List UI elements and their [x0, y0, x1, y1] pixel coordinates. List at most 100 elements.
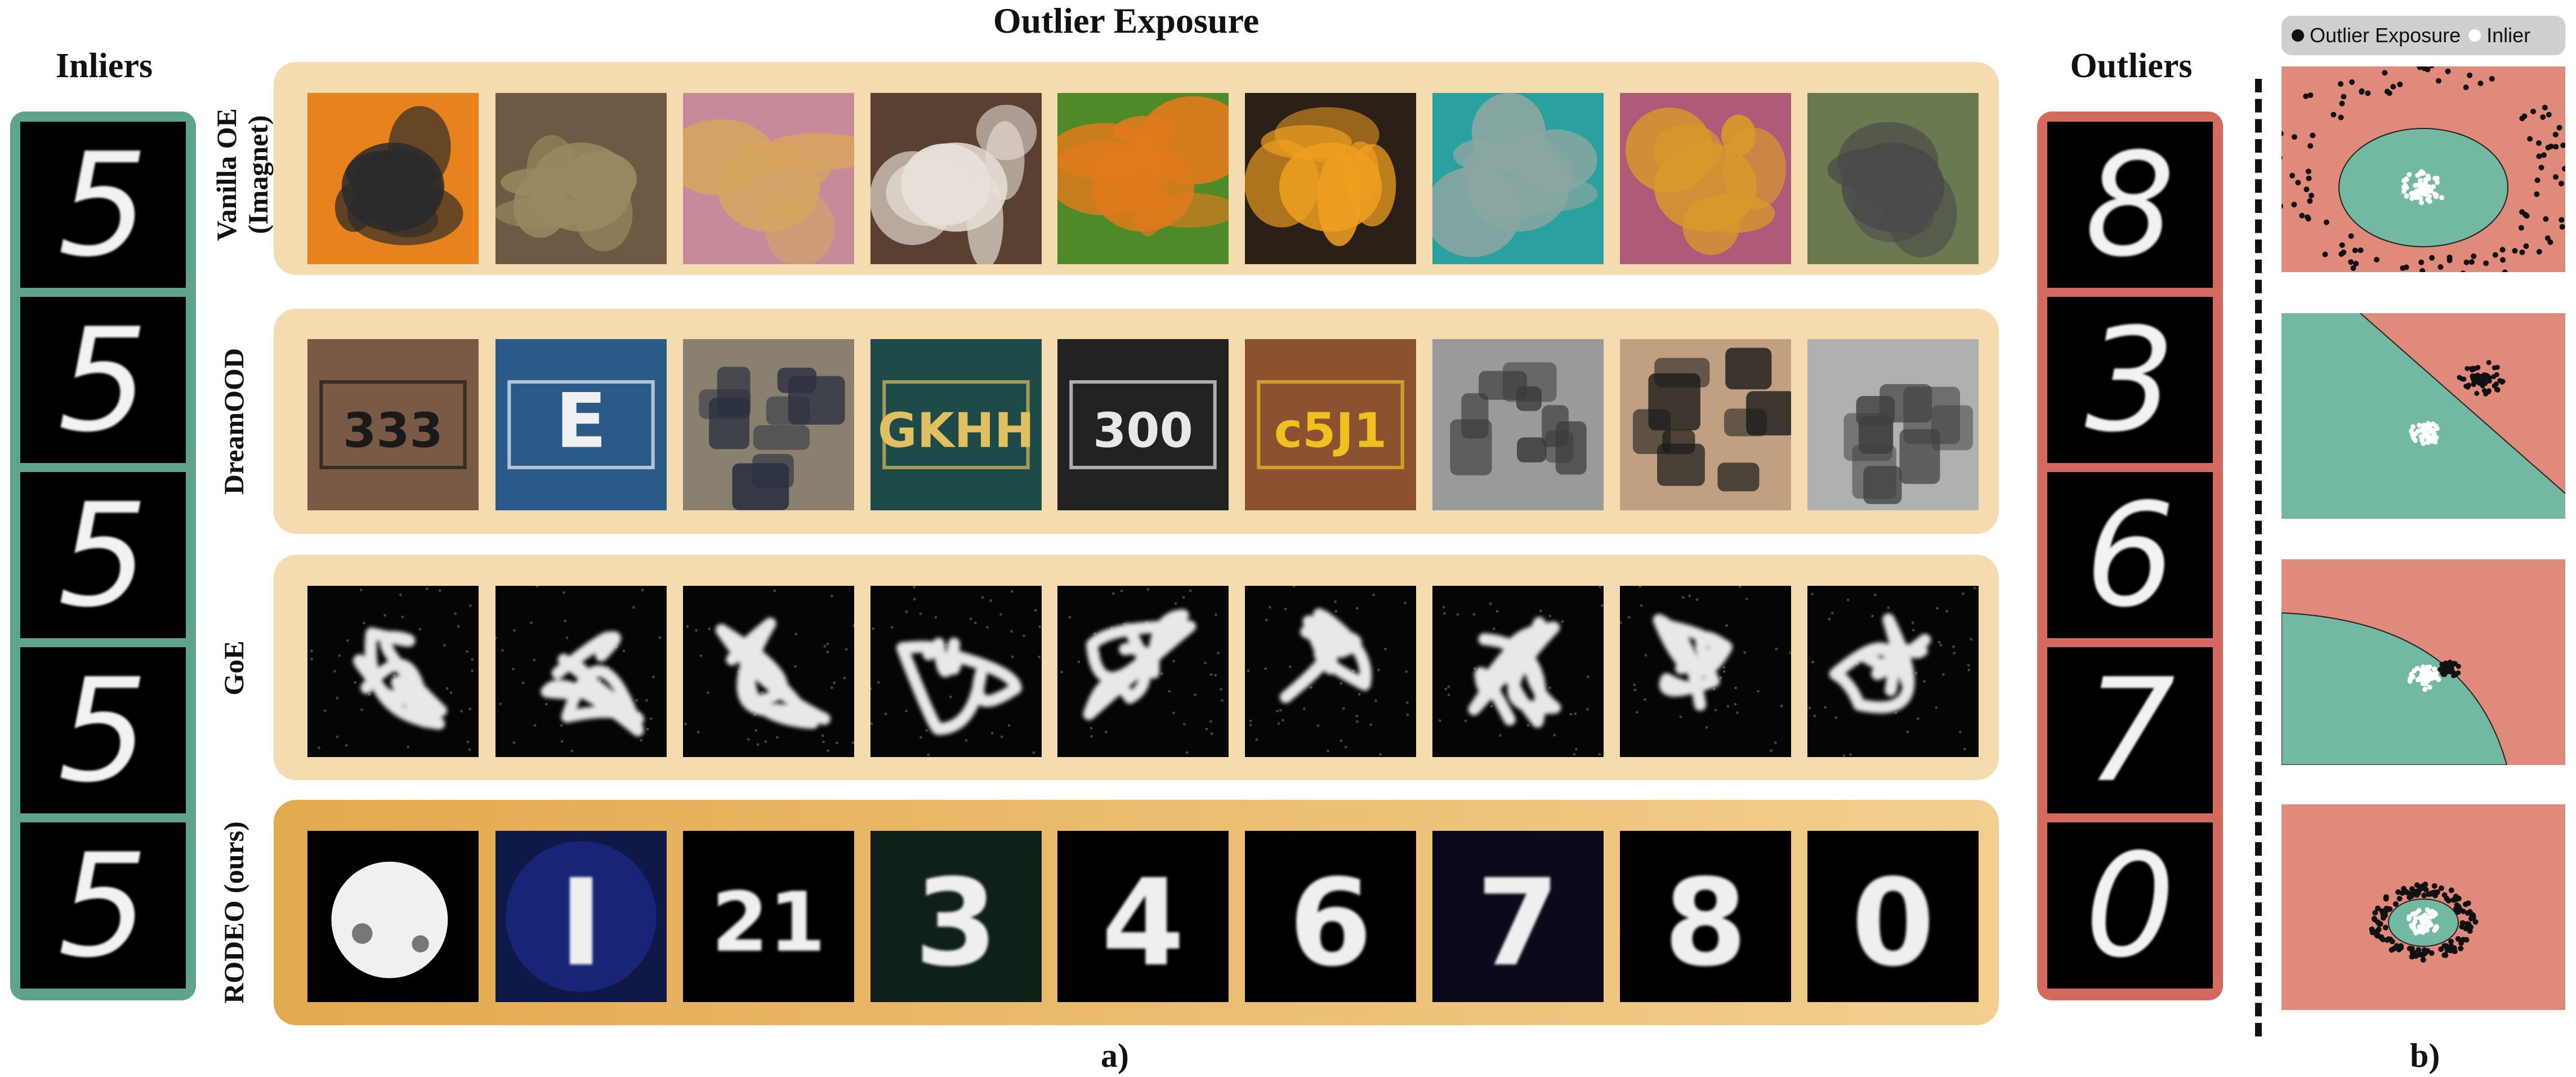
texture-dot	[1713, 687, 1716, 691]
texture-dot	[468, 748, 471, 751]
inlier-point	[2428, 922, 2434, 928]
texture-dot	[1168, 689, 1171, 693]
texture-dot	[1369, 723, 1372, 726]
texture-dot	[521, 681, 525, 684]
texture-dot	[499, 702, 502, 706]
inlier-digit-3: 5	[20, 647, 186, 813]
outlier-digit-3: 7	[2047, 647, 2213, 813]
region-shape	[904, 143, 1008, 232]
outlier-point	[2499, 257, 2506, 263]
texture-dot	[1249, 723, 1252, 727]
outlier-point	[2467, 928, 2473, 934]
inlier-point	[2431, 184, 2436, 189]
noise-blob-image-6	[1432, 586, 1604, 757]
texture-dot	[756, 743, 760, 746]
texture-dot	[1090, 727, 1093, 730]
texture-dot	[336, 735, 339, 738]
texture-dot	[317, 746, 320, 750]
digit-glyph: 5	[58, 297, 149, 463]
dog-photo	[683, 93, 854, 264]
outlier-point	[2429, 255, 2435, 261]
glyph-text: 7	[1476, 853, 1560, 993]
texture-dot	[1247, 669, 1250, 673]
texture-dot	[974, 621, 977, 625]
texture-dot	[822, 740, 825, 744]
texture-dot	[1917, 717, 1919, 720]
texture-dot	[352, 923, 373, 944]
texture-dot	[1811, 593, 1814, 596]
texture-dot	[635, 698, 639, 702]
texture-dot	[1849, 753, 1852, 756]
background-rect	[1450, 419, 1492, 475]
outlier-point	[2437, 264, 2444, 270]
texture-dot	[1811, 660, 1814, 664]
outlier-point	[2460, 270, 2466, 272]
texture-dot	[1209, 720, 1212, 723]
texture-dot	[1288, 665, 1292, 669]
texture-dot	[1007, 724, 1011, 727]
outlier-point	[2358, 247, 2364, 253]
texture-dot	[1627, 616, 1631, 619]
inlier-point	[2422, 915, 2427, 920]
texture-dot	[1068, 616, 1072, 619]
texture-dot	[965, 738, 968, 742]
texture-dot	[699, 654, 703, 657]
outlier-point	[2299, 212, 2305, 219]
inlier-point	[2422, 676, 2427, 682]
outlier-point	[2460, 937, 2466, 943]
texture-dot	[1265, 618, 1268, 622]
outlier-point	[2561, 166, 2565, 172]
texture-dot	[1539, 609, 1542, 612]
inlier-point	[2420, 188, 2426, 194]
texture-dot	[506, 841, 657, 992]
texture-dot	[345, 744, 348, 747]
texture-dot	[1404, 602, 1407, 604]
inlier-point	[2422, 687, 2428, 692]
texture-dot	[1282, 719, 1284, 722]
texture-dot	[1447, 685, 1450, 688]
texture-dot	[1316, 724, 1320, 727]
outlier-point	[2477, 80, 2484, 86]
stroke-shape	[896, 638, 1022, 735]
inlier-point	[2416, 907, 2422, 913]
outlier-point	[2483, 260, 2489, 266]
outlier-point	[2394, 943, 2400, 949]
outlier-point	[2396, 896, 2403, 902]
outlier-point	[2339, 242, 2345, 248]
outlier-point	[2307, 198, 2313, 204]
texture-dot	[1221, 699, 1224, 702]
decision-panel-dreamood	[2282, 313, 2565, 519]
outlier-point	[2372, 910, 2378, 916]
inlier-point	[2414, 188, 2419, 194]
outlier-point	[2465, 910, 2471, 916]
texture-dot	[1160, 672, 1163, 675]
texture-dot	[1292, 586, 1296, 588]
glyph-text: 333	[343, 403, 443, 459]
inlier-point	[2435, 180, 2440, 185]
outlier-point	[2552, 131, 2559, 137]
texture-dot	[913, 586, 916, 589]
decision-panel-goe	[2282, 559, 2565, 765]
outlier-point	[2353, 260, 2359, 266]
texture-dot	[944, 643, 948, 647]
texture-dot	[794, 633, 798, 635]
texture-dot	[1575, 747, 1578, 751]
texture-dot	[1120, 589, 1123, 593]
texture-dot	[830, 686, 833, 689]
inlier-point	[2434, 193, 2439, 198]
texture-dot	[1962, 592, 1965, 595]
texture-dot	[843, 677, 846, 680]
outlier-point	[2306, 175, 2312, 181]
texture-dot	[1358, 693, 1361, 696]
outlier-point	[2540, 114, 2546, 121]
texture-dot	[1327, 749, 1329, 753]
outlier-point	[2463, 259, 2470, 265]
inlier-point	[2430, 421, 2436, 427]
decision-region	[2282, 313, 2565, 519]
outlier-point	[2472, 366, 2477, 372]
background-rect	[1657, 443, 1705, 486]
inlier-point	[2421, 664, 2426, 670]
outlier-point	[2464, 921, 2470, 927]
outlier-point	[2535, 140, 2542, 146]
texture-dot	[1038, 655, 1041, 658]
